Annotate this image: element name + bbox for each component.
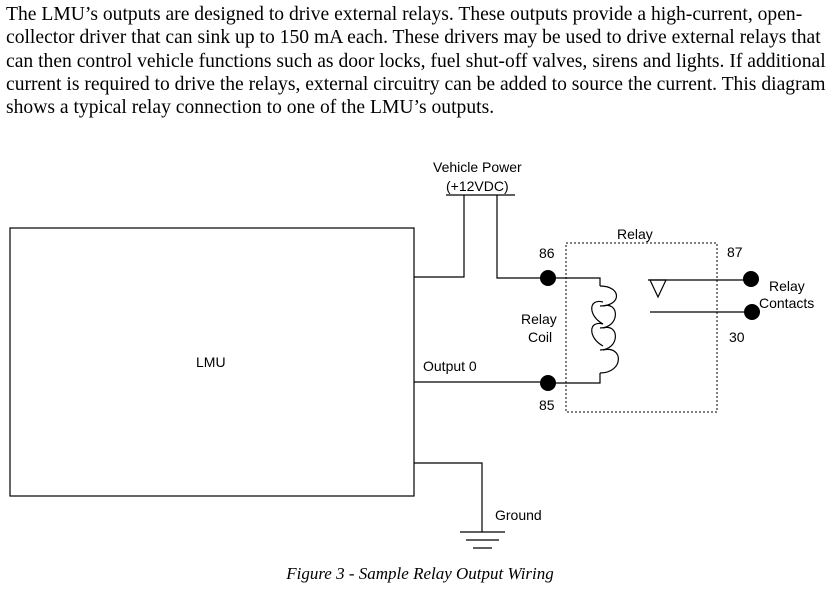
pin-85-terminal — [540, 375, 556, 391]
lmu-label: LMU — [196, 354, 226, 370]
pin-87-terminal — [743, 271, 759, 287]
vehicle-power-label: Vehicle Power — [433, 159, 522, 175]
contacts-label-line2: Contacts — [759, 295, 814, 311]
pin-30-label: 30 — [729, 329, 745, 345]
ground-wire — [414, 462, 483, 532]
relay-box — [565, 242, 718, 413]
coil-wire-bottom — [556, 373, 601, 384]
pin-86-label: 86 — [539, 245, 555, 261]
output-0-label: Output 0 — [423, 358, 477, 374]
figure-caption: Figure 3 - Sample Relay Output Wiring — [286, 564, 554, 583]
coil-label-line2: Coil — [528, 329, 552, 345]
ground-icon — [460, 531, 505, 549]
relay-coil-icon — [591, 285, 619, 374]
power-wire-lmu — [414, 195, 465, 278]
pin-30-terminal — [744, 304, 760, 320]
pin-86-terminal — [540, 270, 556, 286]
coil-label-line1: Relay — [521, 311, 557, 327]
power-wire-relay — [496, 195, 548, 279]
body-paragraph: The LMU’s outputs are designed to drive … — [6, 4, 826, 119]
lmu-box — [9, 227, 415, 497]
vehicle-power-voltage: (+12VDC) — [446, 178, 509, 194]
ground-label: Ground — [495, 507, 542, 523]
pin-87-label: 87 — [727, 244, 743, 260]
contact-triangle-icon — [649, 279, 667, 299]
contacts-label-line1: Relay — [769, 278, 805, 294]
pin-85-label: 85 — [539, 397, 555, 413]
relay-label: Relay — [617, 226, 653, 242]
coil-wire-top — [556, 277, 601, 286]
